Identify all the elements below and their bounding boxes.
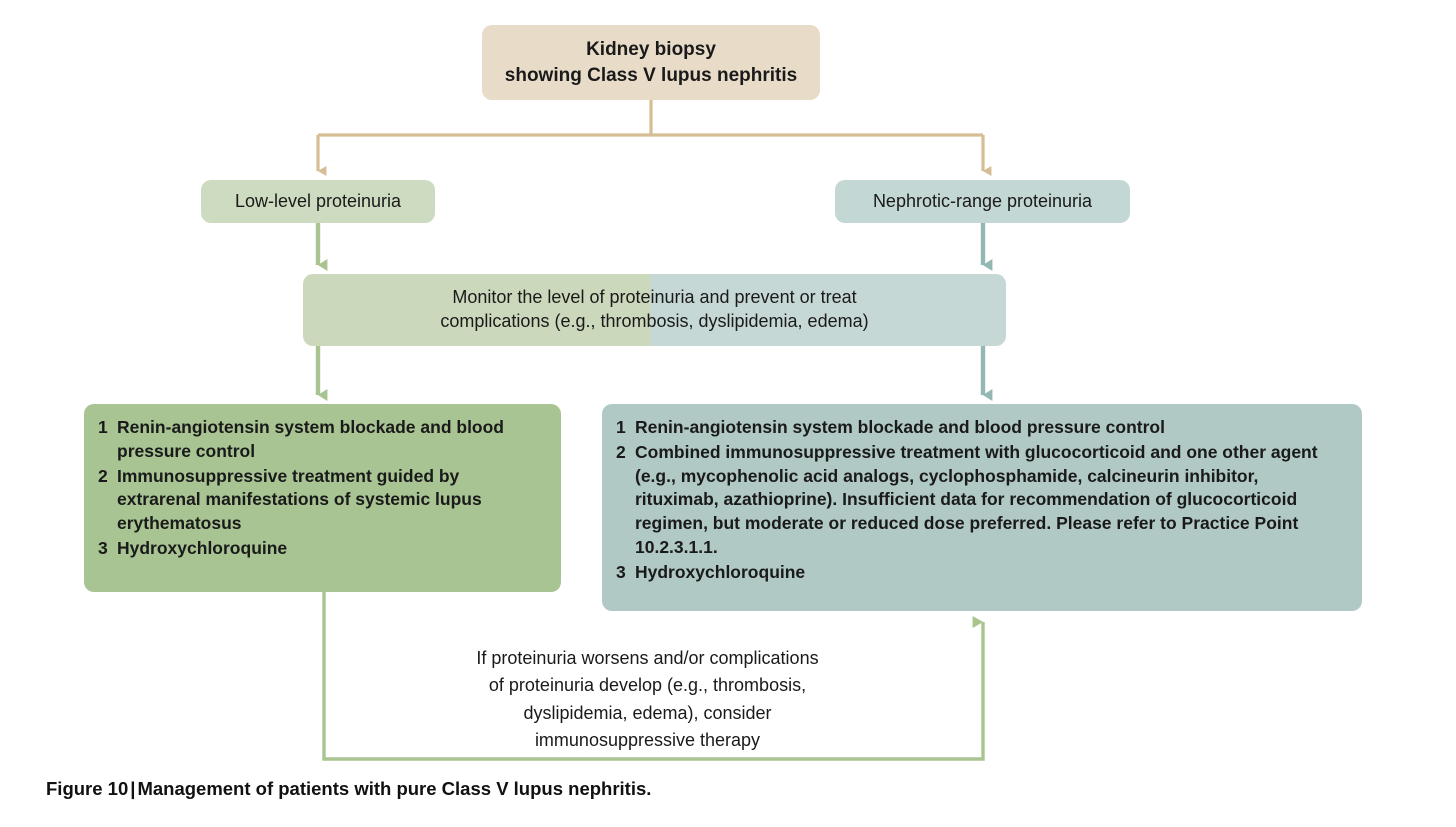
list-item: 1 Renin-angiotensin system blockade and …	[616, 416, 1346, 440]
list-item: 3 Hydroxychloroquine	[98, 537, 545, 561]
node-nephrotic-range-proteinuria-label: Nephrotic-range proteinuria	[872, 190, 1093, 211]
list-item-number: 3	[98, 537, 108, 558]
node-low-level-proteinuria: Low-level proteinuria	[201, 180, 435, 223]
figure-caption-separator: |	[130, 778, 136, 799]
list-item-number: 2	[616, 441, 626, 462]
list-item-text: Hydroxychloroquine	[635, 561, 806, 582]
feedback-loop-line2: of proteinuria develop (e.g., thrombosis…	[488, 675, 807, 696]
node-monitor-line2: complications (e.g., thrombosis, dyslipi…	[440, 311, 869, 331]
feedback-loop-line4: immunosuppressive therapy	[534, 730, 761, 751]
node-low-level-proteinuria-label: Low-level proteinuria	[234, 190, 402, 211]
node-kidney-biopsy-line1: Kidney biopsy	[586, 39, 716, 61]
list-item-text: Renin-angiotensin system blockade and bl…	[635, 417, 1165, 437]
list-item-number: 2	[98, 465, 108, 486]
treatment-left-list: 1 Renin-angiotensin system blockade and …	[98, 416, 545, 562]
node-kidney-biopsy-line2: showing Class V lupus nephritis	[504, 64, 798, 86]
list-item-text: Combined immunosuppressive treatment wit…	[635, 441, 1318, 557]
list-item-text: Hydroxychloroquine	[117, 537, 288, 558]
figure-caption-title: Management of patients with pure Class V…	[137, 778, 652, 799]
list-item: 2 Combined immunosuppressive treatment w…	[616, 441, 1346, 560]
list-item: 3 Hydroxychloroquine	[616, 561, 1346, 585]
node-monitor-line1: Monitor the level of proteinuria and pre…	[452, 287, 857, 308]
node-treatment-nephrotic-range: 1 Renin-angiotensin system blockade and …	[602, 404, 1362, 611]
list-item: 2 Immunosuppressive treatment guided by …	[98, 465, 545, 536]
figure-caption-label: Figure 10	[46, 778, 129, 799]
node-kidney-biopsy: Kidney biopsy showing Class V lupus neph…	[482, 25, 820, 100]
feedback-loop-caption: If proteinuria worsens and/or complicati…	[390, 645, 905, 754]
list-item-number: 1	[98, 417, 108, 437]
feedback-loop-line3: dyslipidemia, edema), consider	[523, 702, 772, 723]
list-item-text: Immunosuppressive treatment guided by ex…	[117, 465, 482, 534]
feedback-loop-line1: If proteinuria worsens and/or complicati…	[476, 648, 819, 668]
list-item: 1 Renin-angiotensin system blockade and …	[98, 416, 545, 464]
connector-root-split	[316, 100, 992, 176]
list-item-number: 1	[616, 417, 626, 437]
figure-caption: Figure 10|Management of patients with pu…	[46, 778, 651, 800]
node-nephrotic-range-proteinuria: Nephrotic-range proteinuria	[835, 180, 1130, 223]
treatment-right-list: 1 Renin-angiotensin system blockade and …	[616, 416, 1346, 586]
list-item-text: Renin-angiotensin system blockade and bl…	[117, 417, 504, 461]
list-item-number: 3	[616, 561, 626, 582]
node-treatment-low-level: 1 Renin-angiotensin system blockade and …	[84, 404, 561, 592]
node-monitor-proteinuria: Monitor the level of proteinuria and pre…	[303, 274, 1006, 346]
